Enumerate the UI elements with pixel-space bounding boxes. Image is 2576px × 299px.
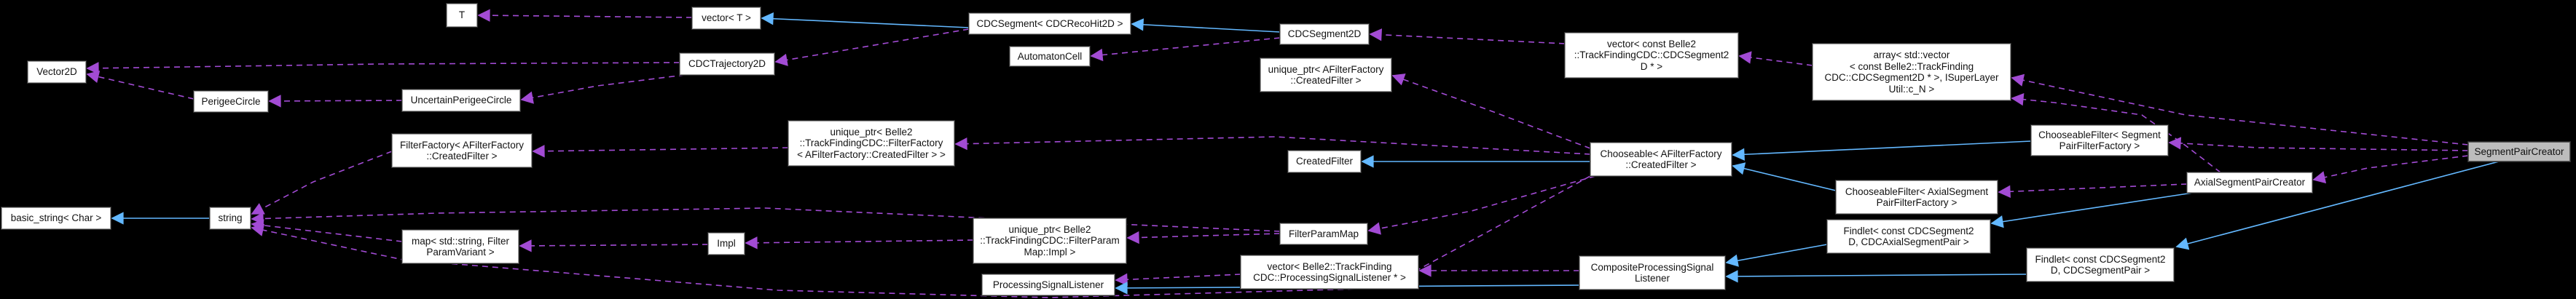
node-created-filter[interactable]: CreatedFilter: [1288, 151, 1361, 172]
edge-chooseable-to-uptr-created-filter: [1391, 73, 1591, 149]
node-axial-segment-pair-creator[interactable]: AxialSegmentPairCreator: [2187, 172, 2312, 193]
edge-cdc-trajectory2d-to-vector2d: [86, 62, 680, 75]
node-findlet-segment[interactable]: Findlet< const CDCSegment2 D, CDCSegment…: [2027, 248, 2174, 282]
node-findlet-axial[interactable]: Findlet< const CDCSegment2 D, CDCAxialSe…: [1827, 220, 1990, 253]
node-perigee-circle[interactable]: PerigeeCircle: [194, 91, 268, 112]
node-vec-psl[interactable]: vector< Belle2::TrackFinding CDC::Proces…: [1241, 255, 1418, 289]
edge-cdc-segment-reco-to-vector-t: [761, 12, 970, 28]
edge-findlet-segment-to-composite-psl: [1725, 270, 2027, 283]
node-chooseable[interactable]: Chooseable< AFilterFactory ::CreatedFilt…: [1590, 143, 1732, 176]
node-vector2d[interactable]: Vector2D: [28, 61, 86, 83]
edge-filter-param-map-to-uptr-impl: [1126, 231, 1281, 244]
edge-segment-pair-creator-to-chooseable-segment: [2168, 137, 2469, 151]
edge-segment-pair-creator-to-array-seg: [2011, 73, 2469, 145]
node-string[interactable]: string: [210, 207, 251, 229]
node-map[interactable]: map< std::string, Filter ParamVariant >: [402, 230, 519, 263]
node-composite-psl[interactable]: CompositeProcessingSignal Listener: [1579, 256, 1725, 290]
edge-uptr-filter-factory-to-filter-factory: [532, 145, 789, 158]
edge-perigee-circle-to-vector2d: [86, 71, 195, 100]
edge-cdc-trajectory2d-to-uncertain-perigee-circle: [520, 74, 686, 104]
node-cdc-segment-reco[interactable]: CDCSegment< CDCRecoHit2D >: [969, 13, 1131, 34]
edge-chooseable-to-string: [251, 175, 1591, 298]
edge-cdc-segment2d-to-automaton-cell: [1090, 37, 1281, 62]
node-vec-seg2d[interactable]: vector< const Belle2 ::TrackFindingCDC::…: [1565, 33, 1738, 78]
node-cdc-trajectory2d[interactable]: CDCTrajectory2D: [680, 53, 774, 75]
edge-cdc-segment2d-to-cdc-segment-reco: [1131, 18, 1281, 33]
node-impl[interactable]: Impl: [708, 233, 745, 255]
node-uptr-filter-factory[interactable]: unique_ptr< Belle2 ::TrackFindingCDC::Fi…: [788, 121, 954, 166]
edge-findlet-axial-to-composite-psl: [1725, 244, 1828, 267]
node-basic-string[interactable]: basic_string< Char >: [1, 207, 111, 229]
node-uptr-impl[interactable]: unique_ptr< Belle2 ::TrackFindingCDC::Fi…: [973, 218, 1126, 263]
edge-segment-pair-creator-to-findlet-segment: [2175, 161, 2500, 250]
node-vector-t[interactable]: vector< T >: [692, 7, 761, 29]
node-t[interactable]: T: [447, 4, 477, 27]
edge-axial-segment-pair-creator-to-chooseable-axial: [1998, 183, 2188, 198]
edge-vec-psl-to-processing-signal-listener: [1115, 273, 1241, 286]
edge-array-seg-to-vec-seg2d: [1738, 51, 1813, 66]
edge-chooseable-to-filter-param-map: [1367, 175, 1596, 235]
node-filter-param-map[interactable]: FilterParamMap: [1280, 223, 1367, 244]
node-uptr-created-filter[interactable]: unique_ptr< AFilterFactory ::CreatedFilt…: [1260, 58, 1391, 92]
node-chooseable-axial[interactable]: ChooseableFilter< AxialSegment PairFilte…: [1836, 180, 1998, 214]
node-uncertain-perigee-circle[interactable]: UncertainPerigeeCircle: [402, 89, 520, 111]
edge-filter-factory-to-string: [251, 151, 393, 215]
edge-vector-t-to-t: [477, 9, 693, 22]
node-segment-pair-creator[interactable]: SegmentPairCreator: [2468, 142, 2570, 162]
edge-uptr-impl-to-impl: [745, 236, 974, 250]
node-chooseable-segment[interactable]: ChooseableFilter< Segment PairFilterFact…: [2031, 125, 2168, 156]
node-filter-factory[interactable]: FilterFactory< AFilterFactory ::CreatedF…: [392, 134, 532, 167]
edge-cdc-segment-reco-to-cdc-trajectory2d: [774, 28, 970, 66]
node-processing-signal-listener[interactable]: ProcessingSignalListener: [982, 274, 1115, 295]
edge-segment-pair-creator-to-axial-segment-pair-creator: [2312, 155, 2469, 184]
edge-map-to-string: [251, 219, 403, 242]
edge-vec-seg2d-to-cdc-segment2d: [1369, 28, 1566, 44]
edge-axial-segment-pair-creator-to-findlet-axial: [1990, 192, 2194, 228]
edge-chooseable-to-uptr-filter-factory: [954, 136, 1591, 155]
edge-chooseable-axial-to-chooseable: [1732, 162, 1837, 191]
node-automaton-cell[interactable]: AutomatonCell: [1010, 47, 1090, 66]
edge-chooseable-segment-to-chooseable: [1732, 140, 2032, 161]
edge-axial-segment-pair-creator-to-array-seg: [2011, 92, 2221, 173]
node-array-seg[interactable]: array< std::vector < const Belle2::Track…: [1813, 44, 2011, 100]
edge-uncertain-perigee-circle-to-perigee-circle: [268, 95, 403, 108]
node-cdc-segment2d[interactable]: CDCSegment2D: [1280, 24, 1369, 44]
edge-impl-to-map: [519, 239, 709, 252]
